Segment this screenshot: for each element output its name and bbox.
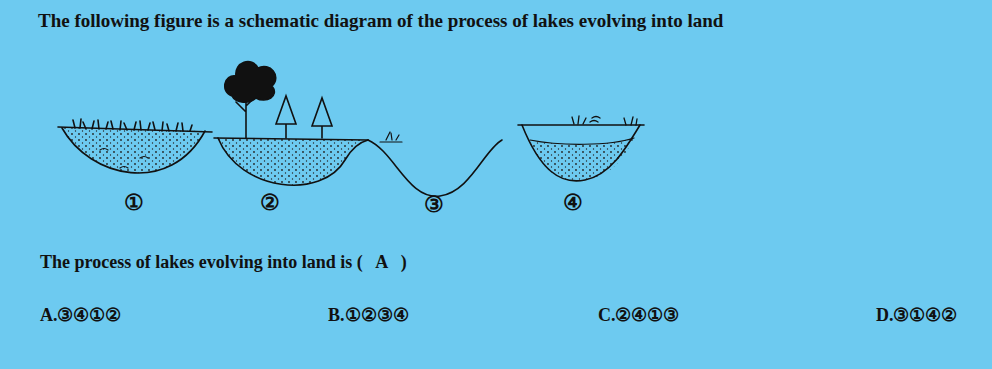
callout-number: ③ bbox=[424, 192, 444, 218]
basin-two bbox=[214, 62, 368, 186]
answer-option: A.③④①② bbox=[40, 305, 122, 327]
callout-number: ④ bbox=[563, 190, 583, 216]
callout-number: ② bbox=[260, 190, 280, 216]
basin-three bbox=[368, 132, 502, 196]
answer-option: C.②④①③ bbox=[598, 305, 680, 327]
answer-option: D.③①④② bbox=[876, 305, 958, 327]
title: The following figure is a schematic diag… bbox=[38, 10, 723, 33]
question-text: The process of lakes evolving into land … bbox=[40, 252, 407, 274]
callout-number: ① bbox=[124, 190, 144, 216]
basin-one bbox=[58, 119, 212, 173]
basin-four bbox=[518, 116, 644, 181]
answer-option: B.①②③④ bbox=[328, 305, 409, 327]
